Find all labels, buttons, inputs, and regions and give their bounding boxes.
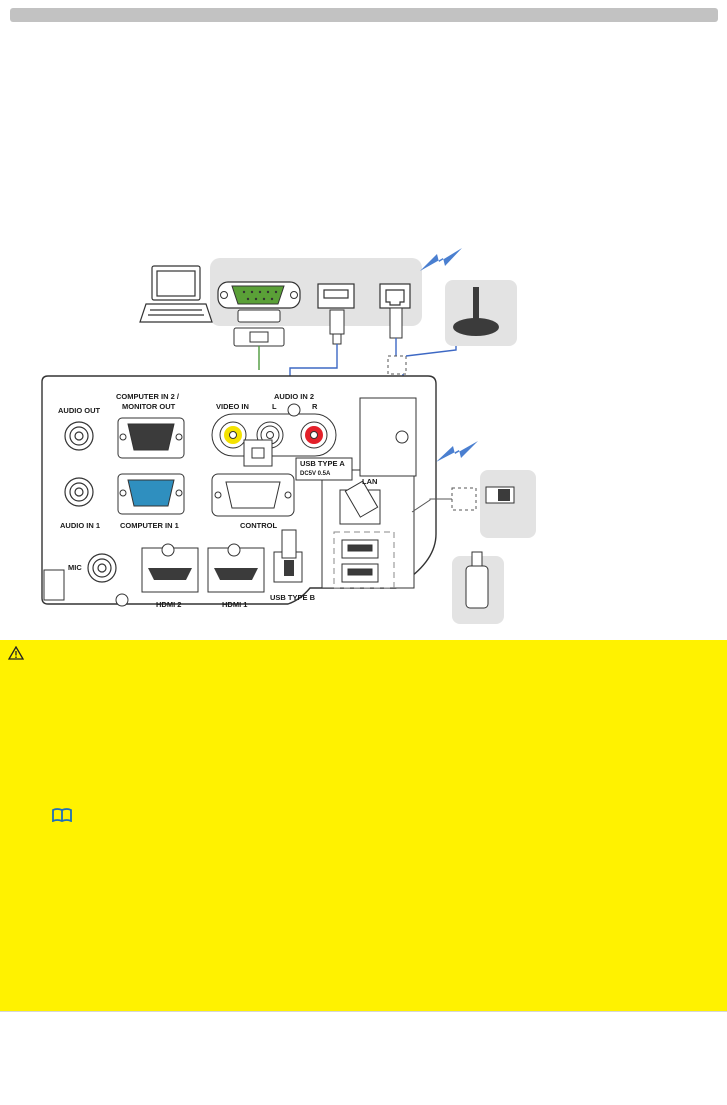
label-audio-in-1: AUDIO IN 1: [60, 521, 100, 530]
caution-panel: [0, 640, 727, 1012]
label-hdmi-2: HDMI 2: [156, 600, 181, 609]
label-audio-in-2-r: R: [312, 402, 318, 411]
hdmi-2-port: [141, 547, 199, 593]
label-usb-type-a-rating: DC5V 0.5A: [300, 471, 331, 477]
connection-diagram: AUDIO OUT COMPUTER IN 2 / MONITOR OUT AU…: [41, 248, 536, 624]
computer-rs232-port: [217, 281, 301, 309]
laptop-icon: [139, 265, 213, 323]
mic-jack: [87, 553, 117, 583]
hdmi-1-port: [207, 547, 265, 593]
label-computer-in-1: COMPUTER IN 1: [120, 521, 179, 530]
label-control: CONTROL: [240, 521, 277, 530]
rs232-cable: [233, 309, 285, 370]
warning-triangle-icon: [8, 646, 24, 660]
screw-icons: [115, 403, 415, 607]
label-usb-type-a: USB TYPE A: [300, 459, 345, 468]
label-audio-out: AUDIO OUT: [58, 406, 101, 415]
usb-memory-icon: [452, 551, 504, 624]
label-mic: MIC: [68, 563, 82, 572]
wireless-signal-icon-2: [436, 441, 478, 462]
label-hdmi-1: HDMI 1: [222, 600, 247, 609]
audio-out-jack: [64, 421, 94, 451]
computer-in-2-port: [117, 417, 185, 459]
label-usb-type-b: USB TYPE B: [270, 593, 316, 602]
control-port: [211, 473, 295, 517]
access-point-icon: [445, 280, 517, 346]
label-monitor-out: MONITOR OUT: [122, 402, 176, 411]
audio-in-2-r-jack: [300, 421, 328, 449]
label-video-in: VIDEO IN: [216, 402, 249, 411]
computer-in-1-port: [117, 473, 185, 515]
usb-type-b-port: [273, 529, 303, 583]
audio-in-1-jack: [64, 477, 94, 507]
label-computer-in-2: COMPUTER IN 2 /: [116, 392, 180, 401]
wireless-adapter-icon: [480, 470, 536, 538]
usb-type-a-ports: [341, 539, 379, 583]
book-icon: [52, 808, 72, 822]
label-audio-in-2: AUDIO IN 2: [274, 392, 314, 401]
computer-device-panel: [210, 258, 422, 326]
label-lan: LAN: [362, 477, 377, 486]
wireless-signal-icon: [420, 248, 462, 271]
computer-usb-port: [317, 283, 355, 309]
lan-cable-top: [389, 307, 403, 356]
control-cable-plug: [243, 439, 273, 467]
label-audio-in-2-l: L: [272, 402, 277, 411]
page-divider: [0, 1011, 727, 1012]
header-bar: [10, 8, 718, 22]
computer-lan-port: [379, 283, 411, 309]
lan-port: [339, 480, 381, 525]
video-in-jack: [219, 421, 247, 449]
